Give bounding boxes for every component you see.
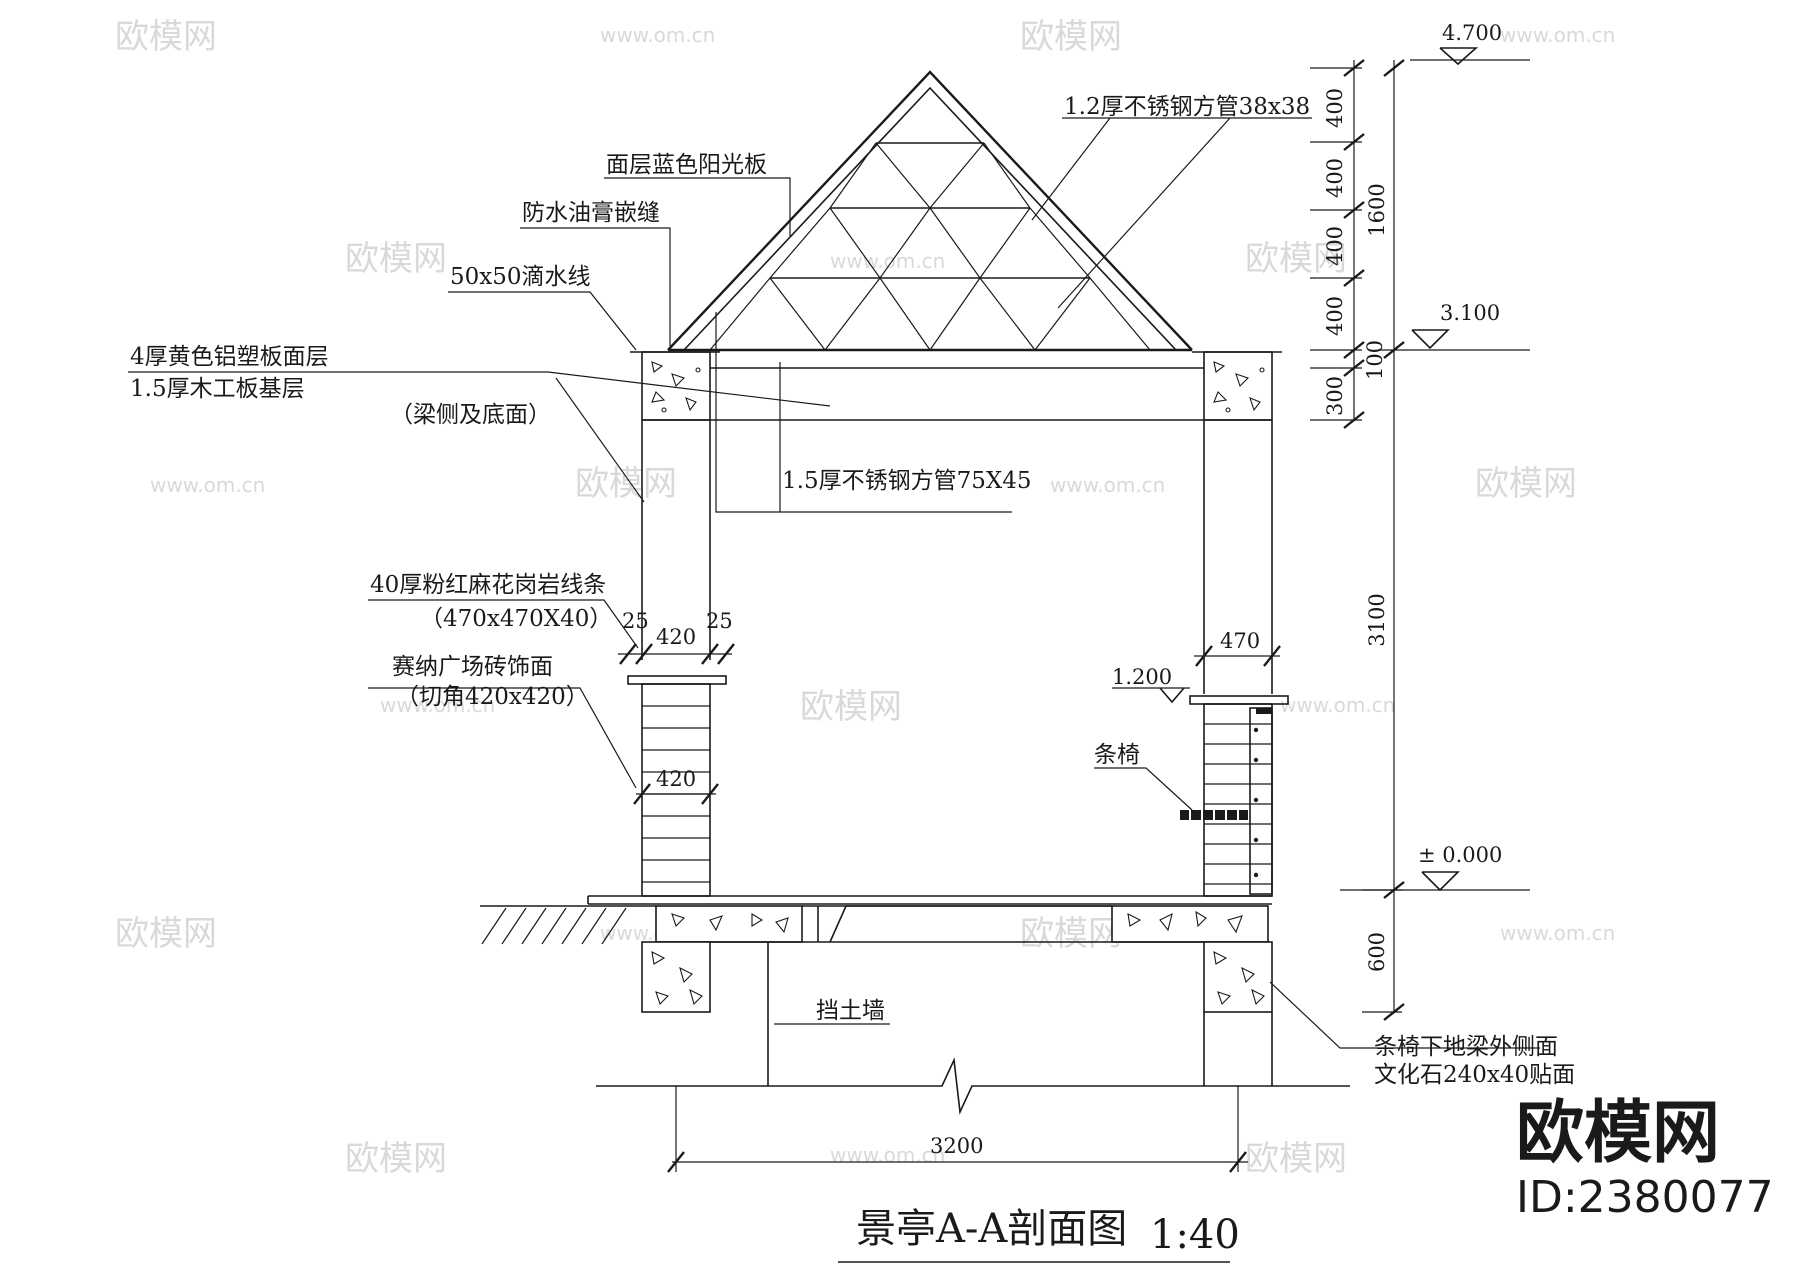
watermark: 欧模网 [345,1139,447,1179]
dim-400-c: 400 [1323,226,1347,266]
dimensions-horizontal: 25 420 25 420 470 3200 [618,609,1281,1173]
elevation-0-label: ± 0.000 [1418,843,1502,867]
elevation-markers: 4.700 3.100 1.200 ± 0.000 [1112,21,1530,892]
column-right [1189,420,1289,897]
label-brick-cut: （切角420x420） [396,684,589,710]
watermark: 欧模网 [575,464,677,504]
dim-400-d: 400 [1323,296,1347,336]
dim-25-right: 25 [706,609,733,633]
dim-420-column: 420 [656,767,696,791]
label-square-tube-75: 1.5厚不锈钢方管75X45 [782,468,1032,494]
dim-400-a: 400 [1323,88,1347,128]
bench-seat [1180,810,1248,820]
watermark-url: www.om.cn [1050,473,1165,497]
leader-lines [128,117,1540,1049]
dim-300: 300 [1323,376,1347,416]
dim-420-top: 420 [656,625,696,649]
drawing-title-block: 景亭A-A剖面图 1:40 [838,1206,1240,1263]
elevation-1200-label: 1.200 [1112,665,1172,689]
label-brick-facing: 赛纳广场砖饰面 [392,654,553,680]
label-bench-beam-note-2: 文化石240x40贴面 [1374,1062,1575,1088]
watermark: 欧模网 [345,239,447,279]
ring-beam-left [630,351,720,421]
watermark-url: www.om.cn [150,473,265,497]
brand-logo-text: 欧模网 [1516,1094,1720,1173]
elevation-1200: 1.200 [1112,665,1190,704]
elevation-3100-label: 3.100 [1440,301,1500,325]
column-left [627,420,727,897]
watermark: 欧模网 [1020,17,1122,57]
label-beam-note: （梁侧及底面） [390,402,551,428]
label-aluminum-panel: 4厚黄色铝塑板面层 [130,344,329,370]
label-drip-line: 50x50滴水线 [450,264,591,290]
watermark-layer: 欧模网 欧模网 欧模网 欧模网 欧模网 欧模网 欧模网 欧模网 欧模网 欧模网 … [115,17,1615,1179]
brand-block: 欧模网 ID:2380077 [1516,1094,1774,1223]
watermark: 欧模网 [800,687,902,727]
dim-3100: 3100 [1365,593,1389,646]
label-wood-board: 1.5厚木工板基层 [130,376,305,402]
elevation-3100: 3.100 [1380,301,1530,351]
watermark-url: www.om.cn [600,23,715,47]
watermark-url: www.om.cn [1500,23,1615,47]
annotation-labels: 1.2厚不锈钢方管38x38 面层蓝色阳光板 防水油膏嵌缝 50x50滴水线 4… [130,94,1575,1088]
watermark-url: www.om.cn [380,693,495,717]
dim-1600: 1600 [1365,183,1389,236]
elevation-4700: 4.700 [1410,21,1530,66]
label-bench-beam-note-1: 条椅下地梁外侧面 [1374,1034,1558,1060]
dim-600: 600 [1365,932,1389,972]
dim-25-left: 25 [622,609,649,633]
label-granite-strip: 40厚粉红麻花岗岩线条 [370,572,606,598]
dimensions-vertical: 400 400 400 400 100 300 1600 3100 600 [1310,59,1405,1021]
brand-id: ID:2380077 [1516,1172,1774,1223]
watermark-url: www.om.cn [830,249,945,273]
watermark-url: www.om.cn [1500,921,1615,945]
label-bench: 条椅 [1094,742,1140,768]
ring-beam-right [1192,351,1282,421]
dim-400-b: 400 [1323,158,1347,198]
watermark: 欧模网 [1245,239,1347,279]
drawing-title: 景亭A-A剖面图 [856,1206,1127,1252]
label-blue-sunlight-board: 面层蓝色阳光板 [606,152,767,178]
dim-100: 100 [1363,340,1387,380]
dim-3200: 3200 [930,1134,983,1158]
watermark: 欧模网 [115,17,217,57]
watermark: 欧模网 [1020,914,1122,954]
label-granite-size: （470x470X40） [420,606,612,632]
floor-and-foundation [480,895,1350,1115]
watermark: 欧模网 [115,914,217,954]
drawing-scale: 1:40 [1150,1212,1240,1258]
label-square-tube-38: 1.2厚不锈钢方管38x38 [1064,94,1310,120]
watermark-url: www.om.cn [1280,693,1395,717]
watermark: 欧模网 [1245,1139,1347,1179]
dim-470: 470 [1220,629,1260,653]
watermark: 欧模网 [1475,464,1577,504]
elevation-4700-label: 4.700 [1442,21,1502,45]
label-retaining-wall: 挡土墙 [816,998,885,1024]
watermark-url: www.om.cn [830,1143,945,1167]
label-waterproof-putty: 防水油膏嵌缝 [522,200,660,226]
elevation-0: ± 0.000 [1340,843,1530,892]
